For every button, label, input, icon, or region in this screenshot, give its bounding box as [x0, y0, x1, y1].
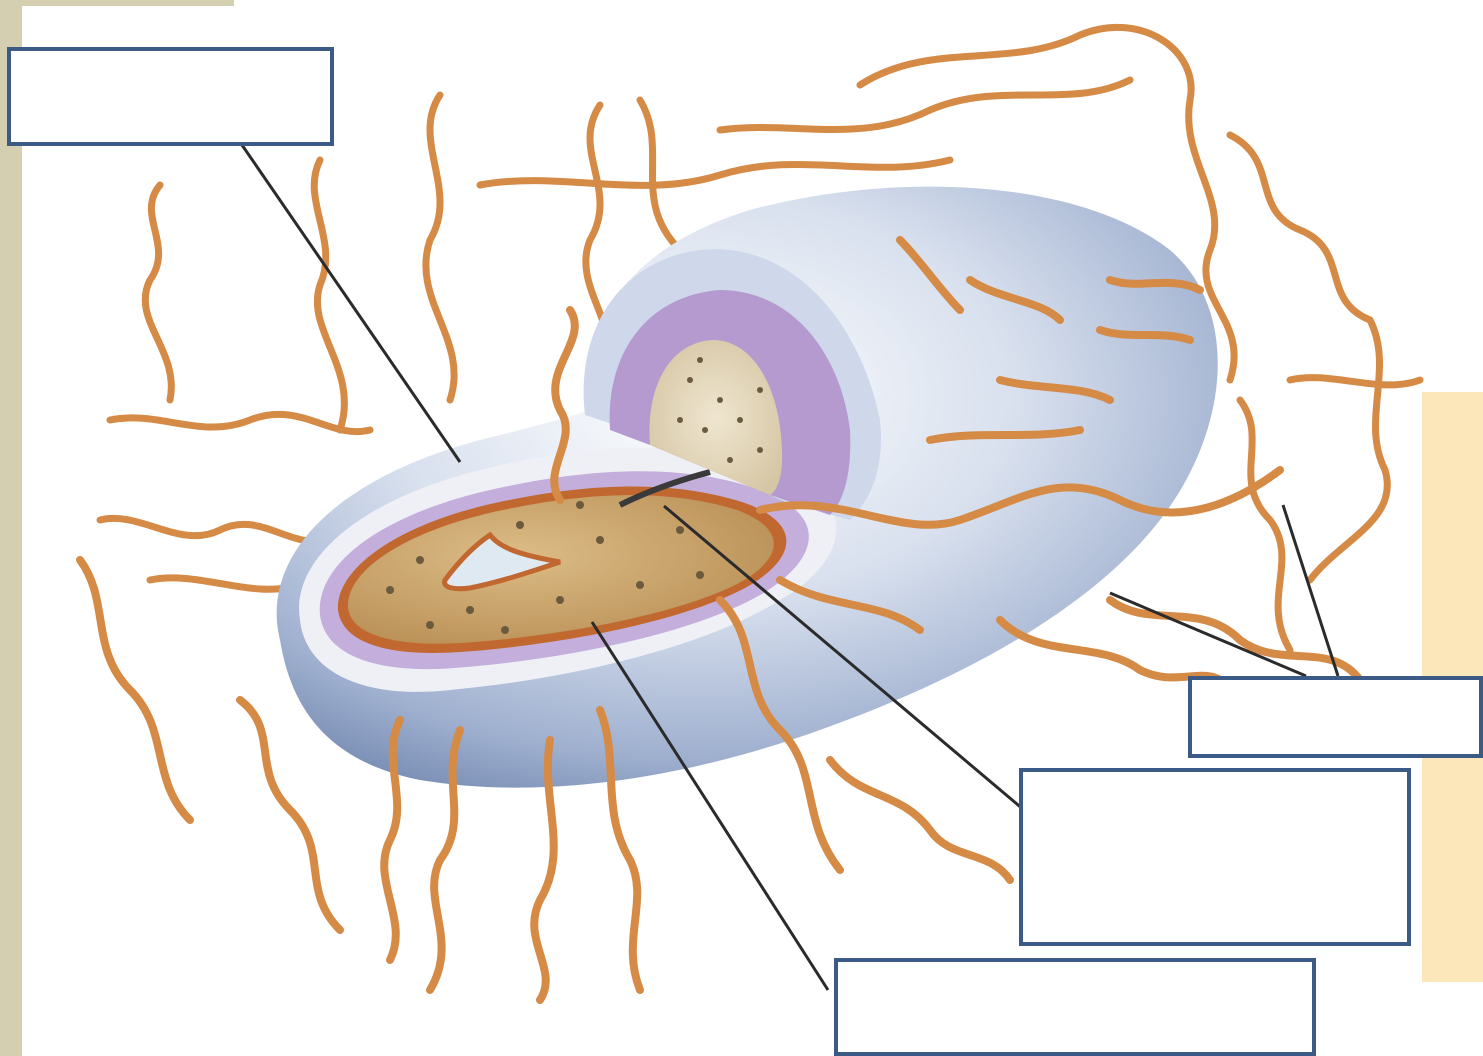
label-box-top-left[interactable] — [7, 47, 334, 146]
label-box-bottom[interactable] — [834, 958, 1316, 1056]
top-left-decor-strip — [0, 0, 234, 6]
left-decor-strip — [0, 0, 22, 1056]
label-box-mid-right[interactable] — [1019, 768, 1411, 946]
label-box-right[interactable] — [1188, 676, 1483, 758]
